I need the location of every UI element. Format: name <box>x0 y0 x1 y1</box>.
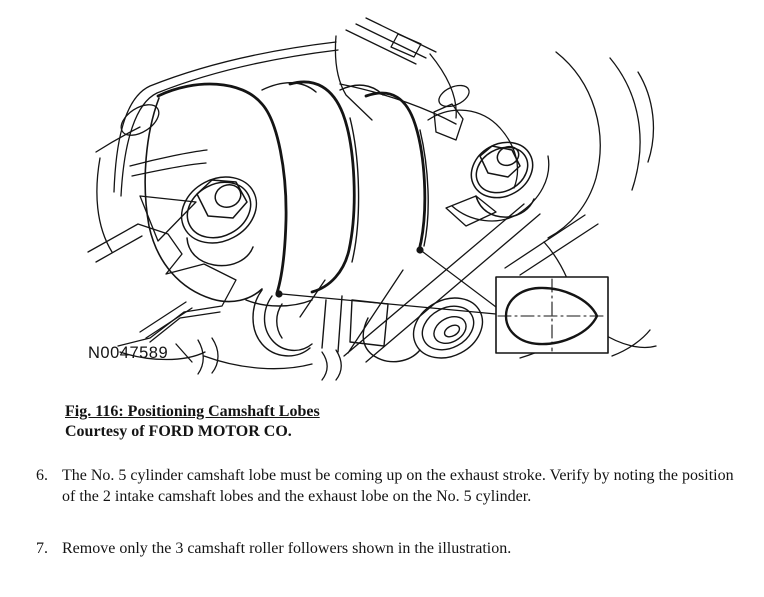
bolt-hex-head <box>479 145 521 178</box>
figure-caption: Fig. 116: Positioning Camshaft Lobes Cou… <box>65 402 320 442</box>
callout-dot-1 <box>275 290 283 298</box>
camshaft-illustration: N0047589 <box>87 17 657 381</box>
follower-ring-inner <box>433 316 467 344</box>
tower-bracket <box>390 33 422 58</box>
figure-caption-courtesy: Courtesy of FORD MOTOR CO. <box>65 423 292 440</box>
valve-cover-edge <box>113 41 339 197</box>
bolt-chamfer <box>214 183 242 209</box>
bolt-collar <box>186 237 254 267</box>
bolt-flange-inner <box>186 181 252 239</box>
step-number: 6. <box>36 467 48 484</box>
cam-lobe-arc-3 <box>364 91 427 252</box>
engine-casting-lines <box>87 17 657 381</box>
bolt-flange-inner <box>475 146 529 194</box>
callout-dot-2 <box>416 246 424 254</box>
cam-tower-ribs <box>334 17 457 121</box>
bolt-collar <box>475 195 535 218</box>
bolt-flange-outer <box>470 141 534 199</box>
bolt-chamfer <box>496 145 520 167</box>
bolt-flange-outer <box>180 176 258 244</box>
bolt-hex-head <box>196 179 248 219</box>
tower-block <box>433 103 464 141</box>
roller-followers <box>252 289 484 363</box>
step-number: 7. <box>36 540 48 557</box>
leader-line-1 <box>281 293 497 315</box>
inset-lobe-profile <box>504 286 599 346</box>
step-6: 6. The No. 5 cylinder camshaft lobe must… <box>36 466 740 507</box>
leader-line-2 <box>422 251 497 308</box>
lower-left-cam-cap <box>87 223 237 361</box>
camshaft-lobes <box>144 80 457 307</box>
cam-lobe-arc-2 <box>288 80 356 294</box>
left-casting-lines <box>95 126 208 253</box>
follower-center-oval <box>443 324 461 338</box>
follower-ring-outer <box>412 297 484 359</box>
step-7: 7. Remove only the 3 camshaft roller fol… <box>36 539 740 560</box>
front-cam-cap-bolt <box>180 176 258 267</box>
lobe-callout <box>275 246 497 315</box>
figure-caption-title: Fig. 116: Positioning Camshaft Lobes <box>65 403 320 420</box>
cam-lobe-arc-1 <box>156 82 288 295</box>
camshaft-line-art: N0047589 <box>87 17 657 381</box>
step-text: Remove only the 3 camshaft roller follow… <box>62 540 512 557</box>
rear-cam-cap-bolt <box>470 141 535 218</box>
follower-arcs-left <box>252 289 421 363</box>
diagonal-rails <box>299 203 599 363</box>
left-oval-boss <box>120 104 160 136</box>
cap-outline <box>427 109 550 227</box>
cam-lobe-inner-edges <box>245 82 457 307</box>
lobe-profile-inset <box>495 276 609 354</box>
cam-lobe-underside <box>144 97 263 303</box>
drawing-number-label: N0047589 <box>88 344 168 362</box>
step-text: The No. 5 cylinder camshaft lobe must be… <box>62 467 734 505</box>
tower-oval-hole <box>438 84 470 108</box>
follower-ring-mid <box>421 305 475 351</box>
